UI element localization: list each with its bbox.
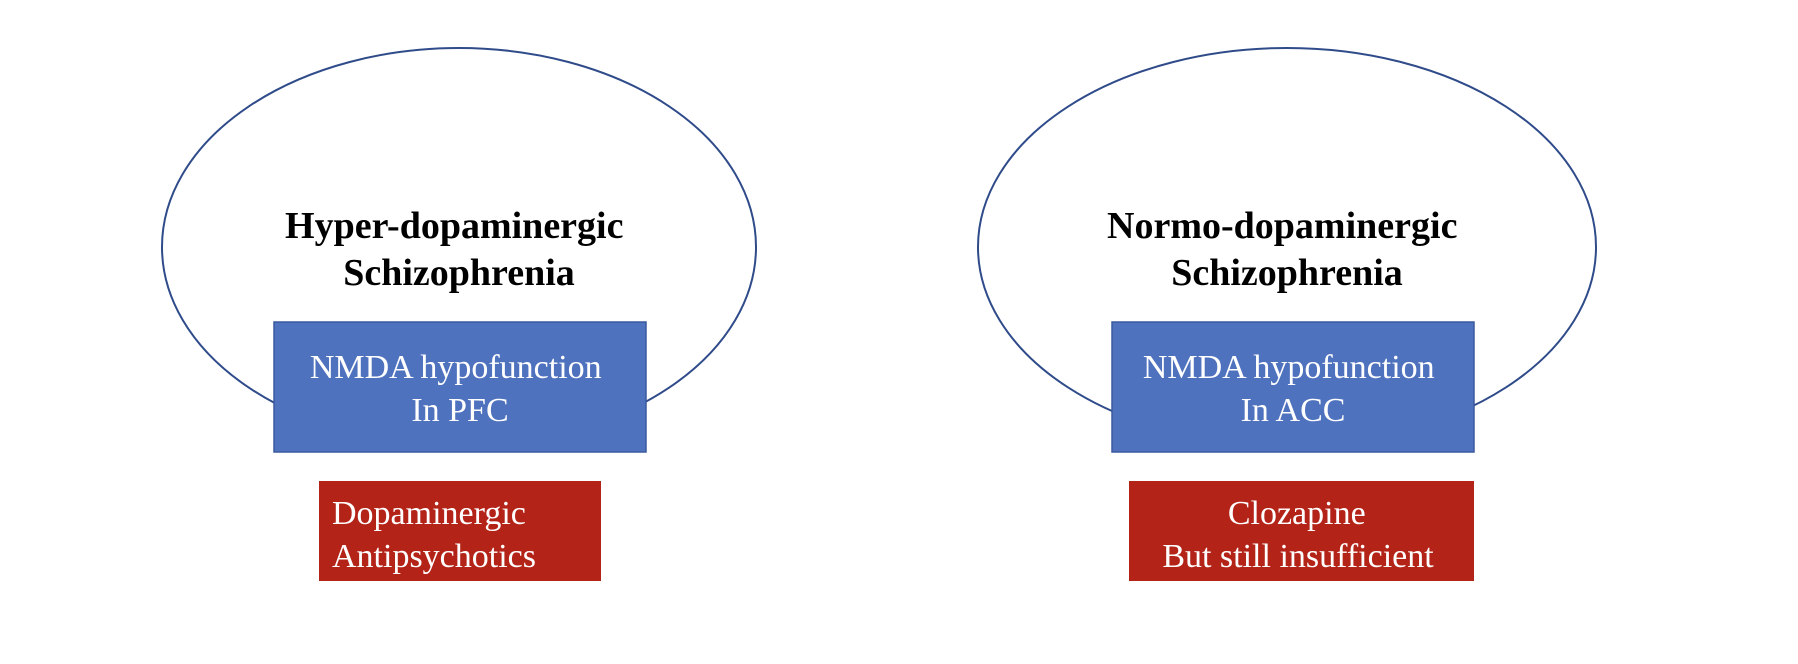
mechanism-line: NMDA hypofunction (1143, 349, 1435, 386)
mechanism-text: NMDA hypofunction In PFC (310, 349, 610, 429)
mechanism-box (1111, 321, 1475, 453)
treatment-text: Clozapine But still insufficient (1162, 495, 1434, 575)
treatment-box (319, 481, 601, 581)
panel-title-line: Schizophrenia (343, 252, 575, 294)
panel-title-line: Schizophrenia (1171, 252, 1403, 294)
panel-title-line: Normo-dopaminergic (1107, 205, 1457, 247)
mechanism-text: NMDA hypofunction In ACC (1143, 349, 1443, 429)
mechanism-line: In ACC (1241, 392, 1346, 429)
treatment-line: Dopaminergic (332, 495, 526, 532)
treatment-line: But still insufficient (1162, 538, 1434, 575)
panel-title: Hyper-dopaminergic Schizophrenia (285, 205, 633, 294)
treatment-text: Dopaminergic Antipsychotics (332, 495, 536, 575)
treatment-box (1129, 481, 1474, 581)
treatment-line: Antipsychotics (332, 538, 536, 575)
panel-title-line: Hyper-dopaminergic (285, 205, 623, 247)
treatment-line: Clozapine (1228, 495, 1366, 532)
panel-normo-dopaminergic: Normo-dopaminergic Schizophrenia NMDA hy… (977, 47, 1597, 581)
mechanism-line: In PFC (411, 392, 508, 429)
panel-hyper-dopaminergic: Hyper-dopaminergic Schizophrenia NMDA hy… (161, 47, 757, 581)
mechanism-line: NMDA hypofunction (310, 349, 602, 386)
panel-title: Normo-dopaminergic Schizophrenia (1107, 205, 1467, 294)
mechanism-box (273, 321, 647, 453)
